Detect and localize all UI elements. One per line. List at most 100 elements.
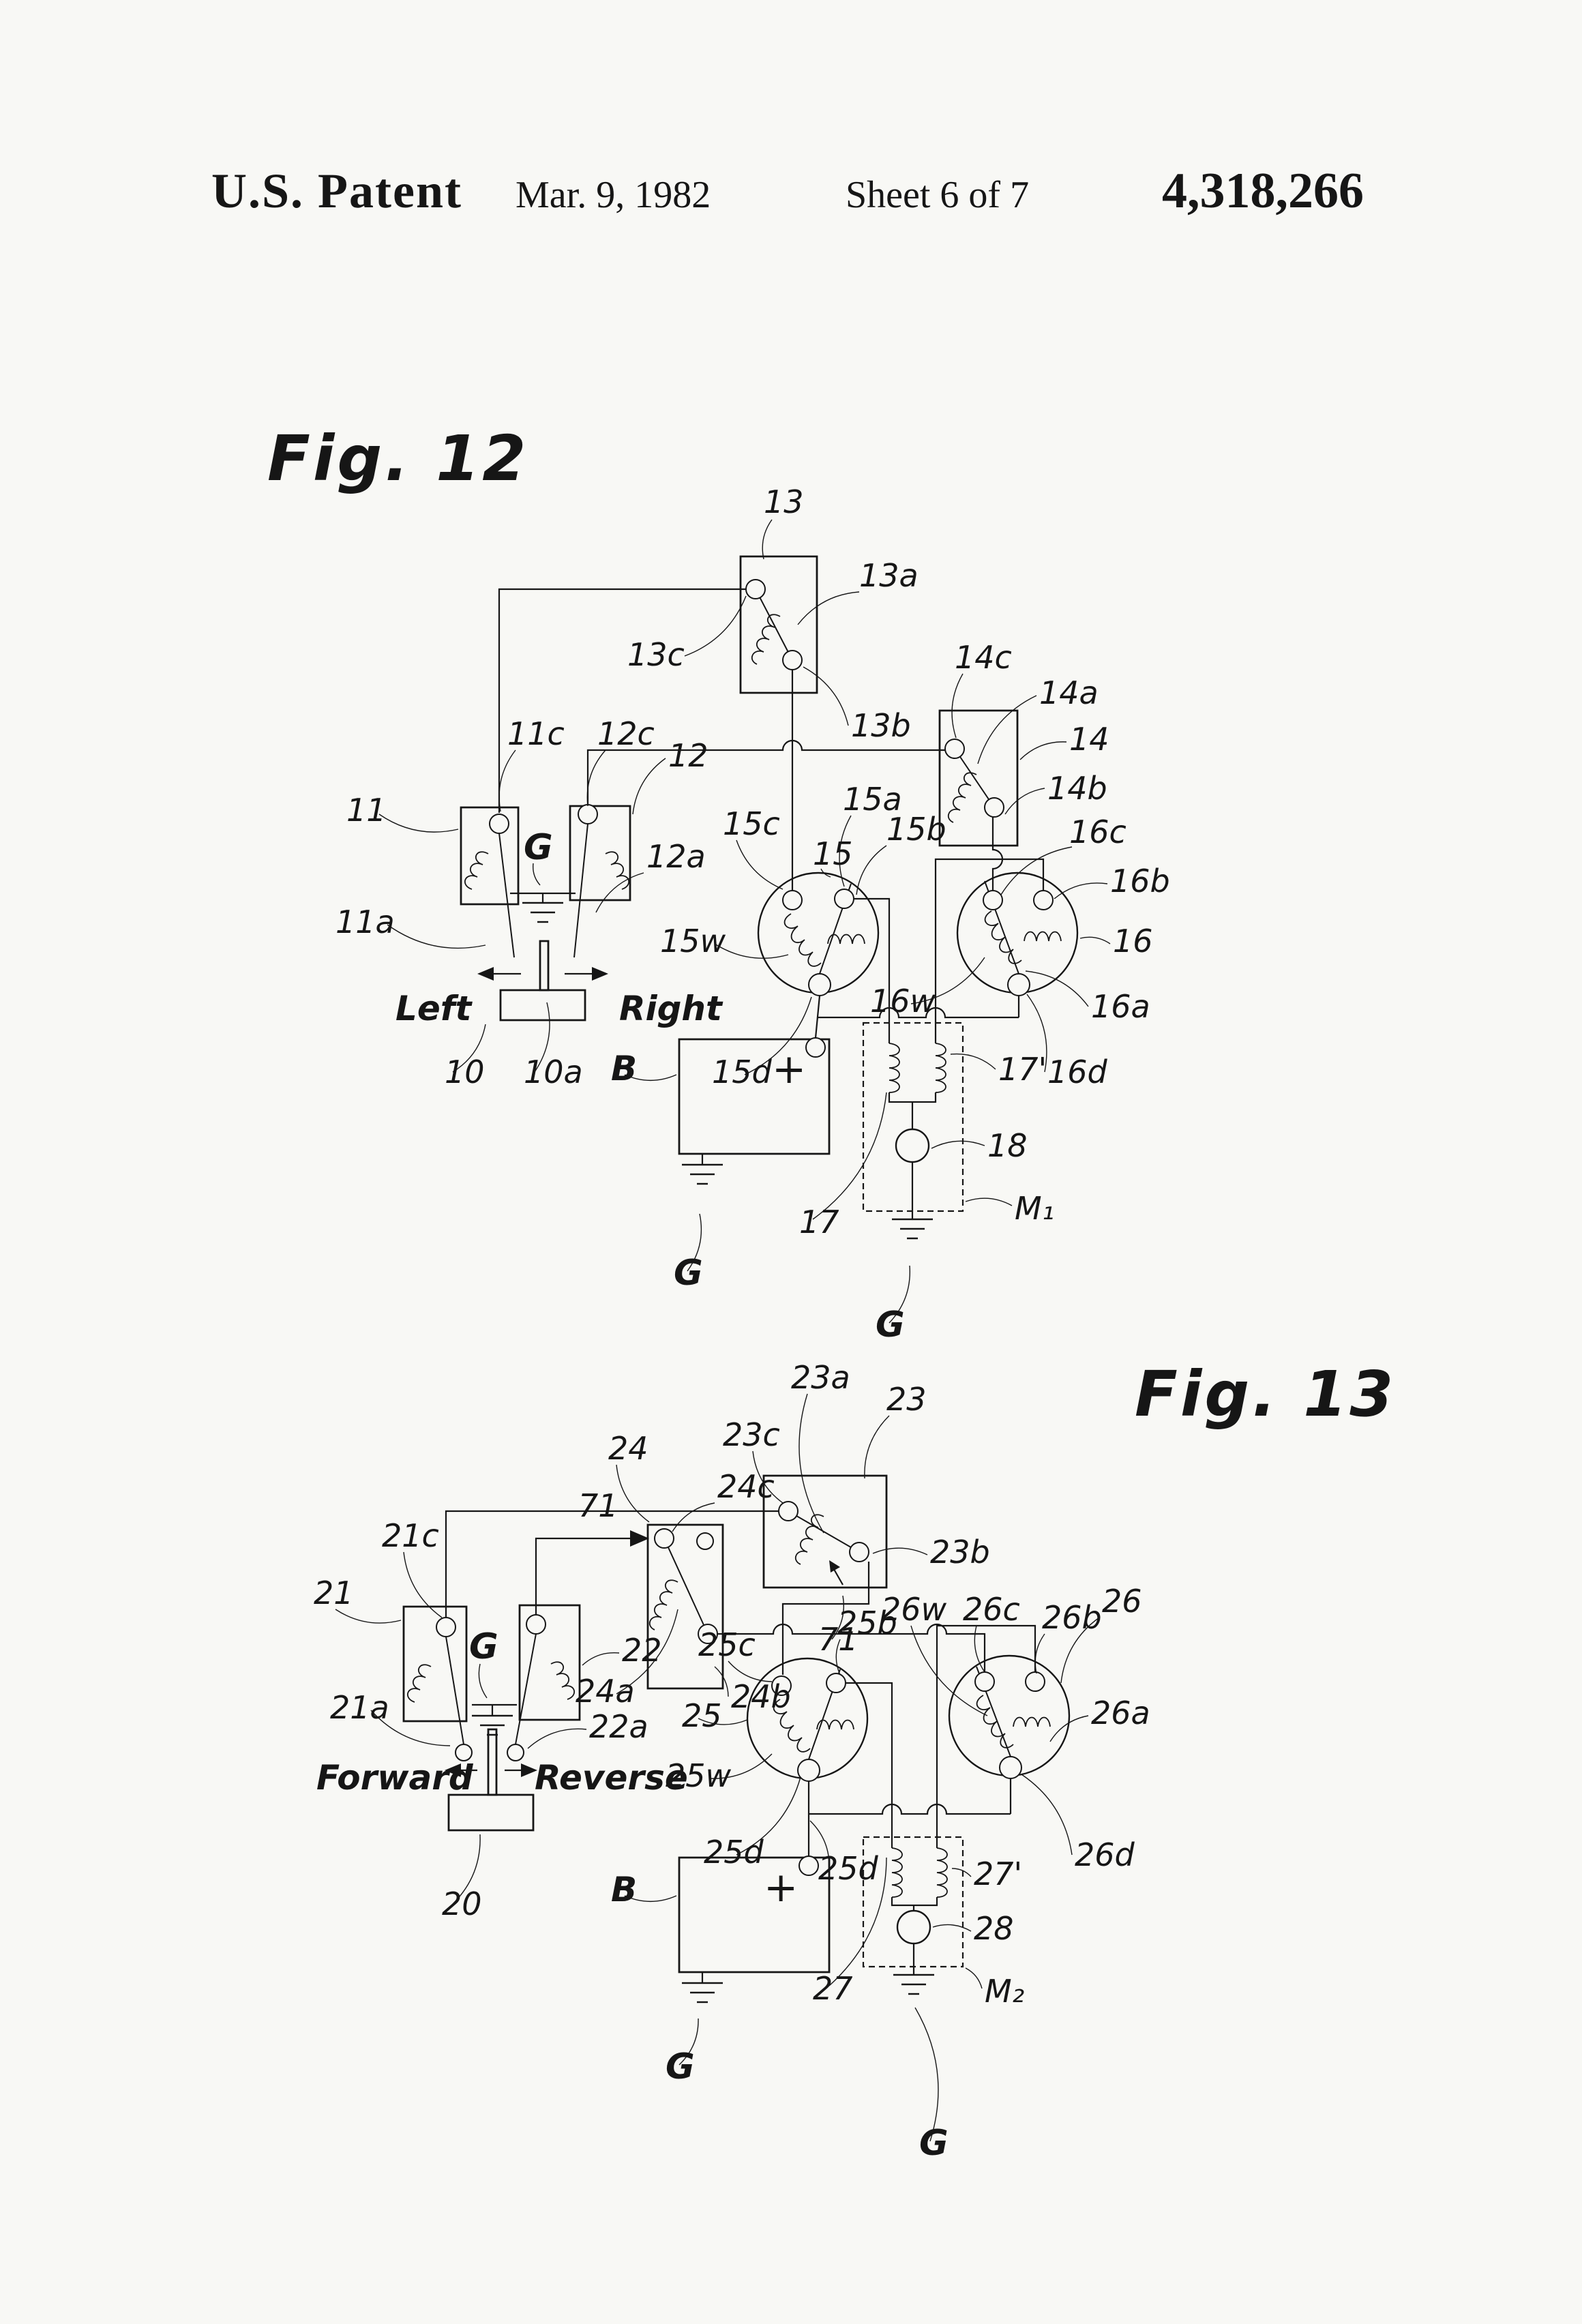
- label-leader-25d: [810, 1821, 829, 1868]
- ref-label-23c: 23c: [723, 1416, 780, 1453]
- label-leader-20: [453, 1834, 480, 1904]
- ref-label-14a: 14a: [1039, 674, 1099, 711]
- label-leader-23c: [753, 1451, 783, 1503]
- battery-terminal-fig13: [799, 1856, 818, 1875]
- ref-label-21: 21: [314, 1575, 354, 1611]
- label-leader-11: [379, 814, 458, 832]
- contact-16b: [1034, 891, 1053, 910]
- lever-20-stem[interactable]: [488, 1729, 496, 1795]
- ref-label-+: +: [772, 1045, 806, 1093]
- contact-24b: [698, 1624, 717, 1643]
- ref-label-14: 14: [1069, 721, 1109, 758]
- label-leader-21a: [371, 1710, 450, 1746]
- relay-11-box: [461, 807, 518, 904]
- ref-label-M₁: M₁: [1015, 1190, 1054, 1227]
- relay-12-box: [570, 806, 630, 900]
- label-leader-27: [829, 1858, 886, 1986]
- ref-label-16c: 16c: [1069, 814, 1126, 850]
- label-leader-13: [762, 520, 772, 559]
- ref-label-21a: 21a: [330, 1689, 389, 1726]
- contact-26b: [1026, 1672, 1045, 1691]
- contact-16c: [983, 891, 1002, 910]
- label-leader-11a: [387, 925, 486, 948]
- label-leader-G: [687, 1214, 701, 1271]
- fig12-switch-arms: [499, 589, 1019, 974]
- ref-label-23a: 23a: [791, 1359, 850, 1396]
- ref-label-22a: 22a: [589, 1708, 648, 1745]
- label-leader-24: [616, 1465, 649, 1522]
- label-leader-23b: [873, 1548, 927, 1555]
- ref-label-10: 10: [445, 1054, 485, 1090]
- label-leader-71: [832, 1596, 844, 1639]
- ref-label-M₂: M₂: [985, 1973, 1024, 2010]
- lever-20-base: [449, 1795, 533, 1830]
- label-leader-10a: [535, 1002, 550, 1072]
- label-leader-G: [889, 1266, 910, 1323]
- ref-label-15b: 15b: [886, 811, 946, 848]
- ref-label-G: G: [876, 1305, 905, 1345]
- contact-22c: [526, 1615, 546, 1634]
- label-leader-G: [915, 2008, 938, 2141]
- label-leader-17': [951, 1054, 996, 1069]
- label-leader-12c: [587, 750, 606, 806]
- ref-label-G: G: [919, 2123, 949, 2164]
- label-leader-26a: [1050, 1716, 1088, 1742]
- label-leader-26d: [1021, 1774, 1072, 1855]
- label-leader-11c: [499, 750, 516, 811]
- label-leader-B: [625, 1896, 676, 1901]
- wiper-26d: [1000, 1757, 1021, 1778]
- ref-label-27': 27': [974, 1856, 1022, 1892]
- ref-label-14b: 14b: [1047, 770, 1107, 807]
- ref-label-G: G: [469, 1626, 498, 1667]
- ref-label-13c: 13c: [627, 636, 685, 673]
- ref-label-12a: 12a: [646, 838, 706, 875]
- label-leader-25c: [728, 1661, 772, 1682]
- contact-13b: [783, 651, 802, 670]
- label-leader-26c: [974, 1626, 985, 1672]
- label-leader-26: [1061, 1618, 1099, 1683]
- lever-10a-stem[interactable]: [540, 941, 548, 990]
- ref-label-Reverse: Reverse: [535, 1758, 688, 1798]
- ref-label-25c: 25c: [698, 1626, 756, 1663]
- wiper-15d: [809, 974, 831, 996]
- battery-terminal-fig12: [806, 1038, 825, 1057]
- ref-label-17': 17': [998, 1051, 1047, 1088]
- label-leader-21c: [404, 1552, 442, 1618]
- figure-13: Fig. 13: [314, 1358, 1393, 2164]
- actuation-arrow-71-icon: [630, 1530, 649, 1547]
- fig12-title: Fig. 12: [267, 422, 528, 495]
- right-arrow-icon: [592, 967, 608, 981]
- label-leader-13a: [798, 592, 859, 625]
- label-leader-16a: [1026, 971, 1088, 1007]
- ref-label-16: 16: [1113, 923, 1153, 959]
- ref-label-12c: 12c: [597, 715, 655, 752]
- label-leader-25d: [736, 1777, 801, 1855]
- label-leader-12a: [596, 873, 644, 912]
- contact-12c: [578, 805, 597, 824]
- label-leader-26w: [911, 1626, 987, 1716]
- ref-label-20: 20: [442, 1886, 482, 1922]
- ref-label-15w: 15w: [660, 923, 726, 959]
- ref-label-13a: 13a: [859, 557, 919, 594]
- ref-label-71: 71: [578, 1487, 618, 1524]
- armature-28: [897, 1911, 930, 1943]
- ref-label-26c: 26c: [963, 1591, 1020, 1628]
- sheet-number: Sheet 6 of 7: [846, 174, 1029, 216]
- ref-label-16a: 16a: [1091, 988, 1150, 1025]
- label-leader-27': [952, 1868, 971, 1877]
- ref-label-Left: Left: [395, 989, 473, 1028]
- ref-label-23b: 23b: [930, 1534, 990, 1570]
- ref-label-25w: 25w: [666, 1757, 732, 1794]
- contact-13c: [746, 580, 765, 599]
- label-leader-23a: [799, 1394, 824, 1533]
- label-leader-26b: [1035, 1634, 1045, 1673]
- ref-label-24c: 24c: [717, 1468, 775, 1505]
- label-leader-15b: [856, 846, 886, 895]
- arm-tip-22a: [507, 1744, 524, 1761]
- label-leader-22a: [528, 1729, 586, 1748]
- label-leader-17: [813, 1092, 886, 1219]
- label-leader-16d: [1027, 994, 1047, 1072]
- ref-label-23: 23: [886, 1381, 927, 1418]
